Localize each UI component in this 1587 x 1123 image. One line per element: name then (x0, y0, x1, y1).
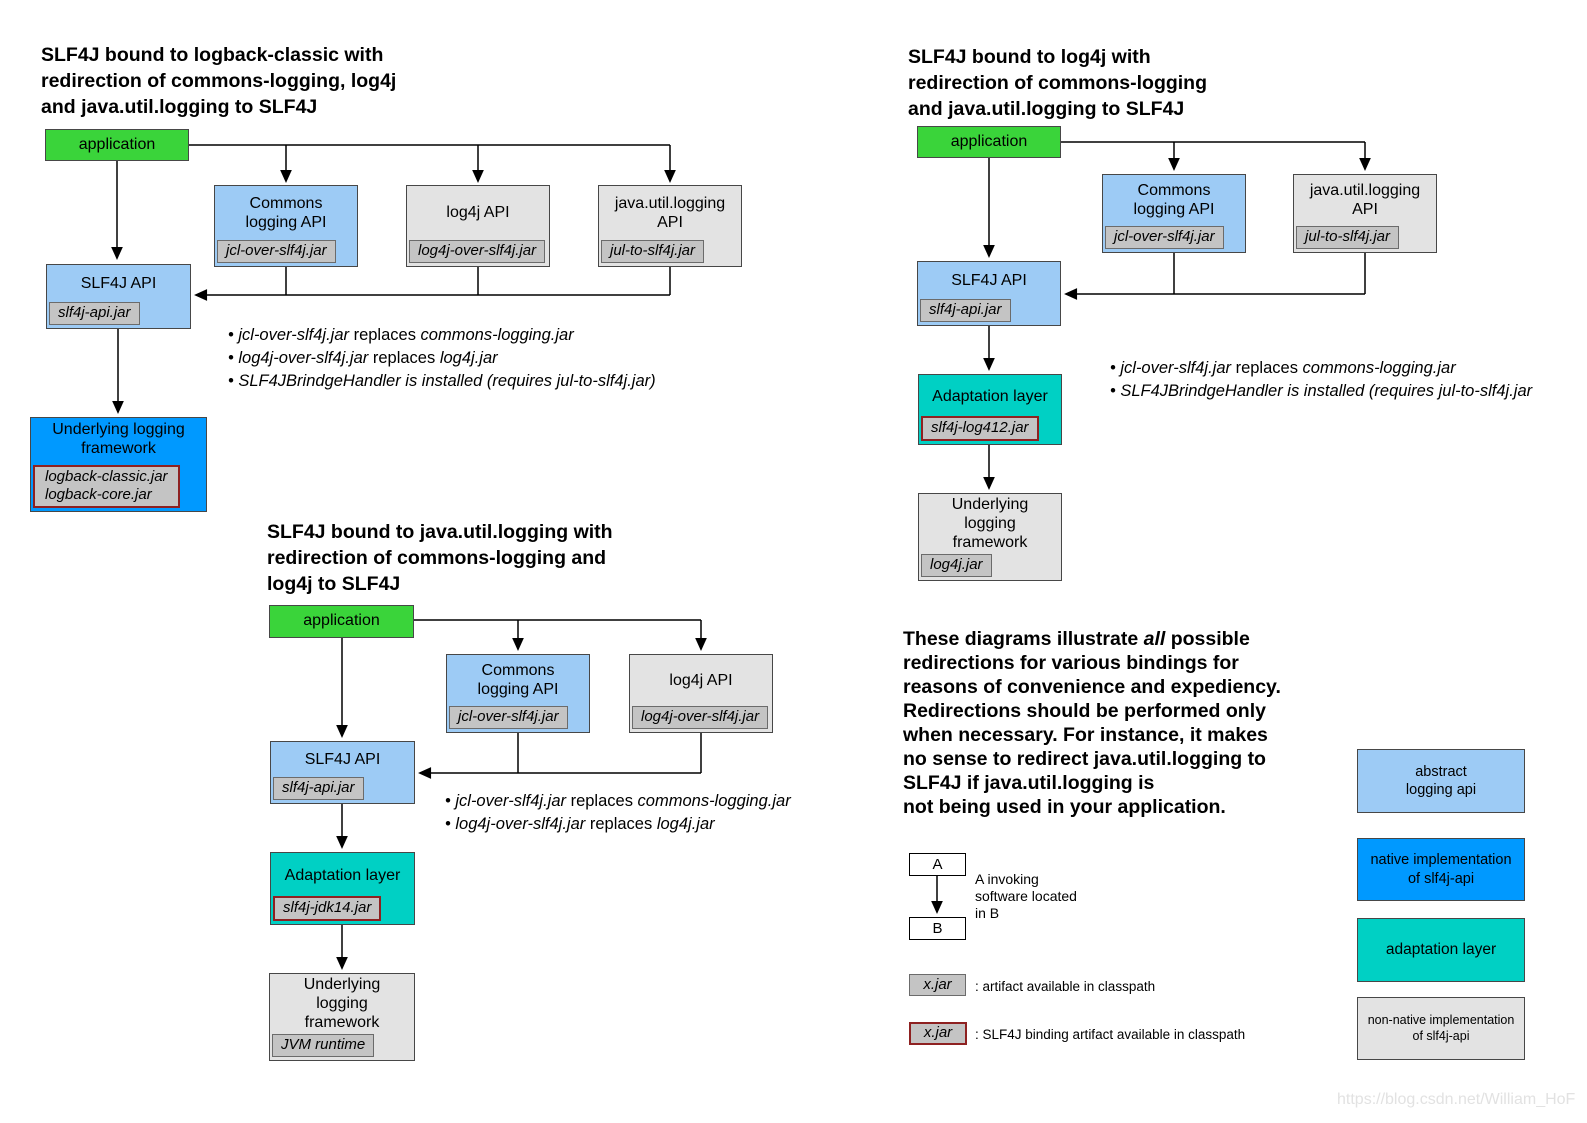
note-line: reasons of convenience and expediency. (903, 676, 1281, 698)
bullet-item: • SLF4JBrindgeHandler is installed (requ… (228, 372, 656, 390)
legend-binding-caption: : SLF4J binding artifact available in cl… (975, 1027, 1246, 1042)
note-line: not being used in your application. (903, 796, 1226, 818)
node-label: java.util.logging API (1309, 182, 1421, 218)
node-label: Commons logging API (1133, 182, 1215, 218)
node-label: Commons logging API (477, 662, 559, 698)
swatch-adaptation-layer: adaptation layer (1357, 918, 1525, 982)
jar-tag: jcl-over-slf4j.jar (449, 706, 568, 729)
d1-slf4j-api-node: SLF4J API slf4j-api.jar (46, 264, 191, 329)
node-label: application (303, 612, 380, 630)
node-label: A (932, 855, 943, 873)
d1-bullet-notes: • jcl-over-slf4j.jar replaces commons-lo… (228, 324, 656, 393)
node-label: Underlying logging framework (52, 420, 185, 457)
node-label: application (78, 135, 156, 153)
jar-tag: jcl-over-slf4j.jar (1105, 226, 1224, 249)
diagram2-title: SLF4J bound to log4j with redirection of… (908, 46, 1208, 120)
node-label: Adaptation layer (932, 387, 1048, 405)
d1-application-node: application (45, 129, 189, 161)
node-label: SLF4J API (951, 271, 1027, 289)
node-label: application (950, 132, 1028, 150)
d3-underlying-framework-node: Underlying logging framework JVM runtime (269, 973, 415, 1061)
d3-slf4j-api-node: SLF4J API slf4j-api.jar (270, 741, 415, 804)
node-label: B (932, 919, 943, 937)
d2-commons-logging-api-node: Commons logging API jcl-over-slf4j.jar (1102, 174, 1246, 253)
watermark: https://blog.csdn.net/William_HoF (1337, 1091, 1576, 1108)
binding-jar-tag: slf4j-jdk14.jar (273, 896, 382, 921)
note-line: no sense to redirect java.util.logging t… (903, 748, 1266, 770)
binding-jar-tag: logback-classic.jar logback-core.jar (33, 464, 180, 508)
bullet-item: • jcl-over-slf4j.jar replaces commons-lo… (228, 326, 574, 344)
bullet-item: • SLF4JBrindgeHandler is installed (requ… (1110, 382, 1533, 400)
d2-bullet-notes: • jcl-over-slf4j.jar replaces commons-lo… (1110, 357, 1532, 403)
binding-jar-tag: slf4j-log412.jar (921, 416, 1039, 441)
jar-tag: jcl-over-slf4j.jar (217, 240, 336, 263)
swatch-abstract-logging-api: abstract logging api (1357, 749, 1525, 813)
jar-tag: slf4j-api.jar (49, 302, 140, 325)
d3-application-node: application (269, 605, 414, 638)
legend-artifact-caption: : artifact available in classpath (975, 979, 1156, 994)
d2-underlying-framework-node: Underlying logging framework log4j.jar (918, 493, 1062, 581)
d1-underlying-framework-node: Underlying logging framework logback-cla… (30, 417, 207, 512)
node-label: log4j API (446, 204, 510, 222)
d3-bullet-notes: • jcl-over-slf4j.jar replaces commons-lo… (445, 790, 791, 836)
swatch-native-implementation: native implementation of slf4j-api (1357, 838, 1525, 901)
jar-tag: log4j-over-slf4j.jar (409, 240, 546, 263)
jar-tag: jul-to-slf4j.jar (1296, 226, 1400, 249)
node-label: SLF4J API (304, 750, 381, 768)
d2-java-util-logging-api-node: java.util.logging API jul-to-slf4j.jar (1293, 174, 1437, 253)
jar-tag: log4j.jar (921, 554, 992, 577)
note-line: SLF4J if java.util.logging is (903, 772, 1155, 794)
node-label: SLF4J API (80, 274, 157, 292)
d3-adaptation-layer-node: Adaptation layer slf4j-jdk14.jar (270, 852, 415, 925)
note-line: These diagrams illustrate all possible (903, 628, 1250, 650)
d2-slf4j-api-node: SLF4J API slf4j-api.jar (917, 261, 1061, 326)
node-label: Underlying logging framework (951, 496, 1029, 551)
swatch-non-native-implementation: non-native implementation of slf4j-api (1357, 997, 1525, 1060)
note-line: redirections for various bindings for (903, 652, 1239, 674)
note-line: when necessary. For instance, it makes (903, 724, 1268, 746)
legend-artifact-tag: x.jar (909, 974, 966, 996)
jar-tag: JVM runtime (272, 1034, 375, 1057)
jar-tag: slf4j-api.jar (273, 777, 364, 800)
bullet-item: • jcl-over-slf4j.jar replaces commons-lo… (1110, 359, 1456, 377)
diagram3-title: SLF4J bound to java.util.logging with re… (267, 521, 613, 595)
node-label: Commons logging API (245, 194, 327, 231)
node-label: java.util.logging API (614, 194, 726, 231)
legend-invoking-caption: A invoking software located in B (975, 871, 1077, 921)
legend-binding-tag: x.jar (909, 1022, 967, 1045)
jar-tag: jul-to-slf4j.jar (601, 240, 705, 263)
jar-tag: log4j-over-slf4j.jar (632, 706, 769, 729)
d3-commons-logging-api-node: Commons logging API jcl-over-slf4j.jar (446, 654, 590, 733)
node-label: log4j API (669, 671, 733, 689)
d2-application-node: application (917, 126, 1061, 158)
diagram1-title: SLF4J bound to logback-classic with redi… (41, 44, 397, 118)
d1-commons-logging-api-node: Commons logging API jcl-over-slf4j.jar (214, 185, 358, 267)
d2-adaptation-layer-node: Adaptation layer slf4j-log412.jar (918, 374, 1062, 445)
d3-log4j-api-node: log4j API log4j-over-slf4j.jar (629, 654, 773, 733)
bullet-item: • log4j-over-slf4j.jar replaces log4j.ja… (445, 815, 715, 833)
legend-box-b: B (909, 917, 966, 940)
node-label: Underlying logging framework (303, 976, 381, 1031)
jar-tag: slf4j-api.jar (920, 299, 1011, 322)
legend-box-a: A (909, 853, 966, 876)
bullet-item: • log4j-over-slf4j.jar replaces log4j.ja… (228, 349, 498, 367)
bullet-item: • jcl-over-slf4j.jar replaces commons-lo… (445, 792, 791, 810)
d1-java-util-logging-api-node: java.util.logging API jul-to-slf4j.jar (598, 185, 742, 267)
note-line: Redirections should be performed only (903, 700, 1266, 722)
node-label: Adaptation layer (284, 866, 401, 884)
note-paragraph: These diagrams illustrate all possible r… (903, 627, 1281, 819)
d1-log4j-api-node: log4j API log4j-over-slf4j.jar (406, 185, 550, 267)
